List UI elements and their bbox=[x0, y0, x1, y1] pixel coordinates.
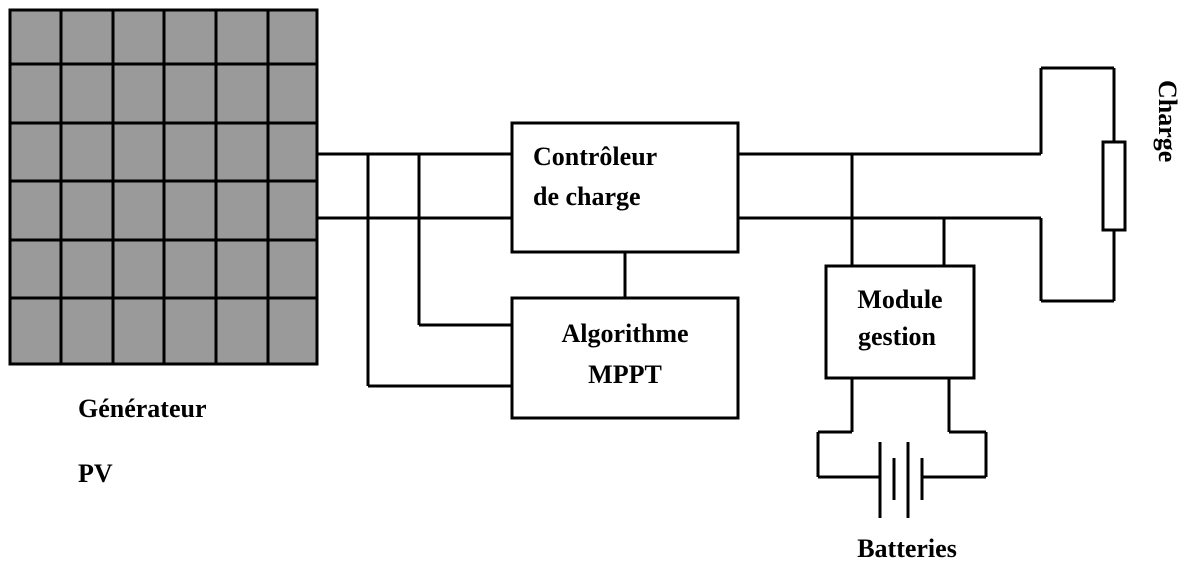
mppt-label-line2: MPPT bbox=[588, 360, 662, 389]
charge-controller-box bbox=[510, 121, 740, 254]
load-resistor bbox=[1101, 140, 1127, 232]
pv-cell-grid-lines bbox=[10, 10, 317, 364]
battery-symbol bbox=[878, 442, 924, 518]
pv-generator bbox=[8, 8, 319, 366]
mppt-algorithm-box bbox=[510, 296, 740, 420]
controller-label-line1: Contrôleur bbox=[533, 142, 657, 171]
management-label-line1: Module bbox=[857, 285, 942, 314]
battery-label: Batteries bbox=[857, 534, 957, 563]
management-module-box bbox=[824, 264, 976, 380]
management-label-line2: gestion bbox=[858, 322, 937, 351]
load-label: Charge bbox=[1153, 80, 1182, 162]
mppt-label-line1: Algorithme bbox=[561, 319, 688, 348]
controller-label-line2: de charge bbox=[533, 182, 641, 211]
wiring bbox=[317, 66, 1116, 479]
pv-label-line1: Générateur bbox=[78, 394, 207, 423]
pv-label-line2: PV bbox=[78, 459, 113, 488]
